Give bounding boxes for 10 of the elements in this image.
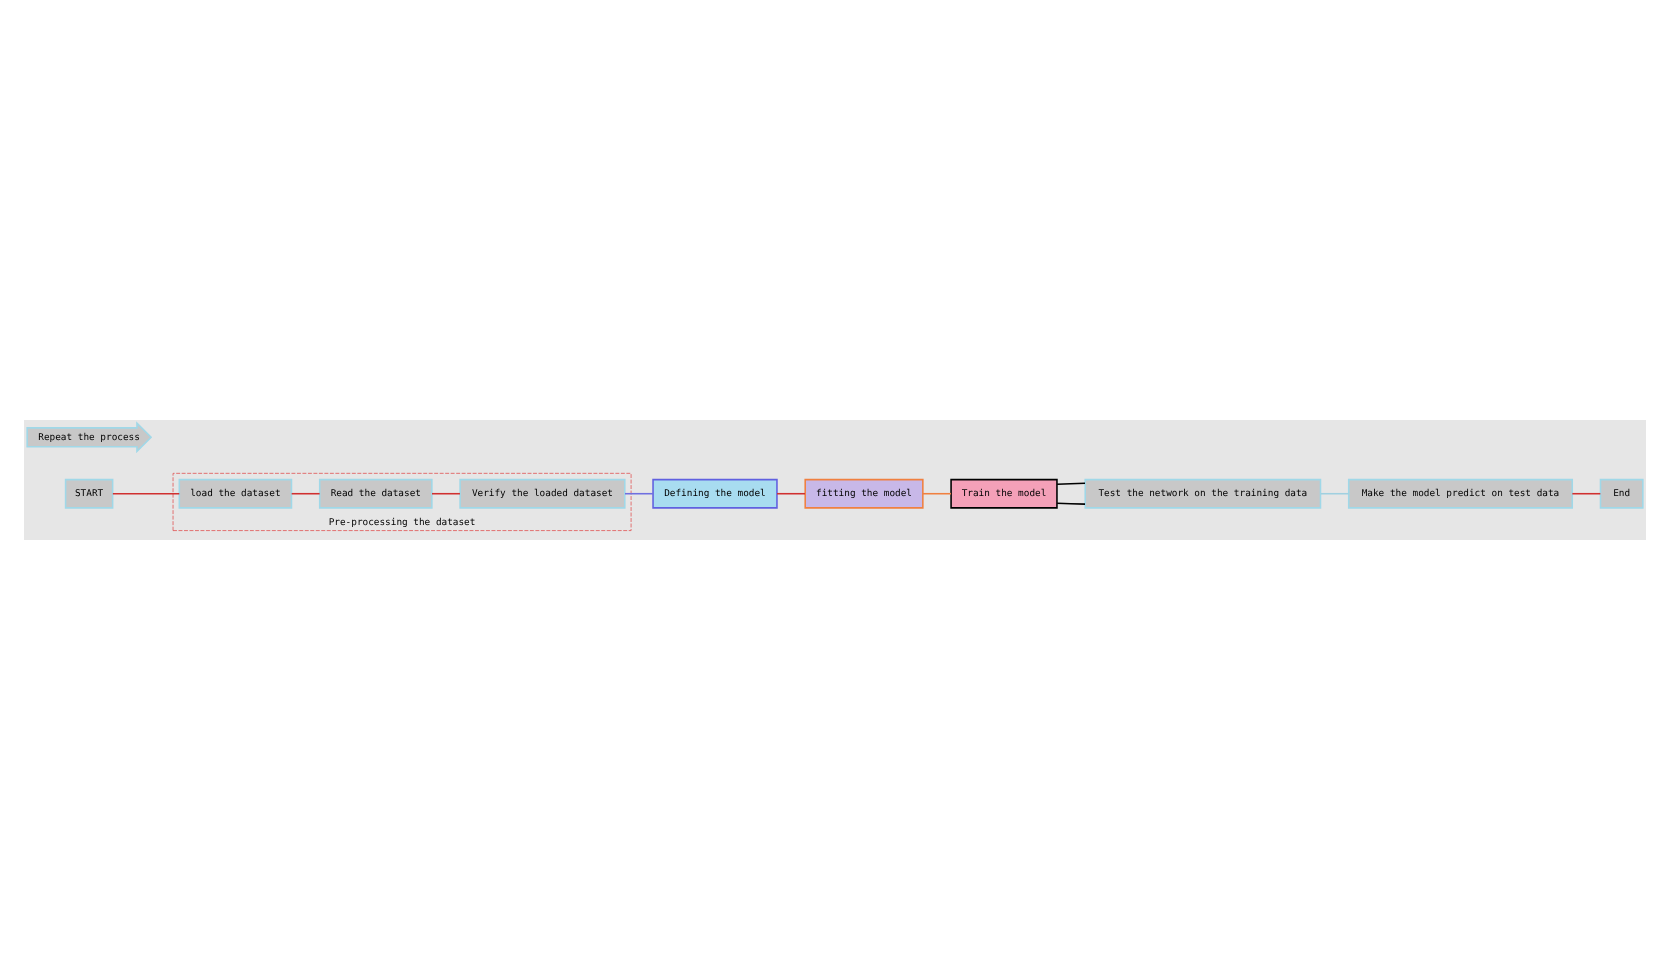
connector: [431, 491, 461, 494]
connector: [1056, 481, 1086, 485]
connector: [1056, 501, 1086, 504]
connector: [922, 491, 952, 494]
connector: [112, 491, 181, 494]
connector: [624, 491, 654, 494]
connector: [776, 491, 806, 494]
connector: [1571, 491, 1602, 494]
connector: [290, 491, 321, 494]
connector: [1320, 491, 1350, 494]
